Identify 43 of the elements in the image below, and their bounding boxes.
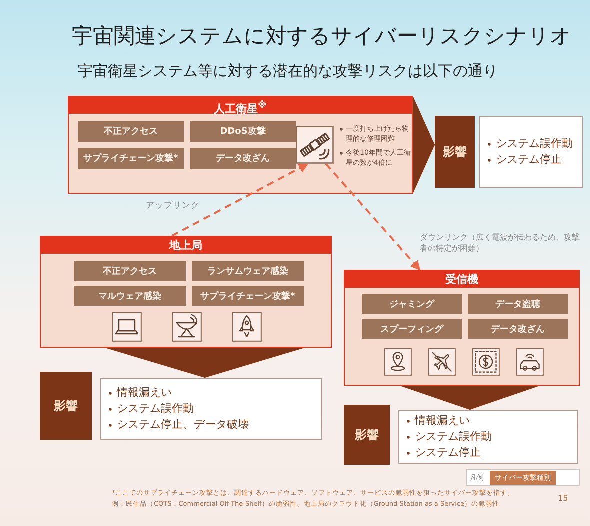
panel-header: 受信機 bbox=[345, 271, 579, 288]
impact-tab: 影響 bbox=[344, 405, 390, 465]
chevron-arrow bbox=[105, 348, 305, 378]
list-item-text: システム停止 bbox=[496, 152, 562, 168]
panel-header: 人工衛星$^{※}$ bbox=[69, 97, 412, 114]
attack-type-box: データ盗聴 bbox=[468, 294, 568, 314]
chevron-arrow bbox=[413, 96, 435, 194]
impact-list-box bbox=[100, 378, 322, 440]
edge-label: アップリンク bbox=[146, 201, 201, 212]
list-item-text: システム誤作動 bbox=[496, 136, 573, 152]
panel bbox=[344, 270, 580, 386]
attack-type-box: 不正アクセス bbox=[78, 121, 184, 142]
edge-label: ダウンリンク（広く電波が伝わるため、攻撃者の特定が困難） bbox=[420, 232, 581, 254]
attack-type-box: DDoS攻撃 bbox=[190, 121, 296, 142]
list-item-text: システム誤作動 bbox=[117, 401, 194, 417]
list-item-text: 情報漏えい bbox=[415, 413, 470, 429]
attack-type-box: ランサムウェア感染 bbox=[192, 261, 304, 281]
dashed-arrow bbox=[325, 163, 421, 271]
impact-list-box bbox=[479, 116, 583, 188]
page-number: 15 bbox=[558, 494, 568, 503]
attack-type-box: データ改ざん bbox=[190, 148, 296, 169]
dashed-arrow bbox=[172, 163, 309, 237]
list-item-text: システム停止、データ破壊 bbox=[117, 417, 249, 433]
impact-tab: 影響 bbox=[435, 116, 475, 188]
attack-type-box: データ改ざん bbox=[468, 319, 568, 339]
list-item-text: 情報漏えい bbox=[117, 385, 172, 401]
impact-tab: 影響 bbox=[40, 372, 92, 440]
slide-title: 宇宙関連システムに対するサイバーリスクシナリオ bbox=[72, 23, 572, 50]
attack-type-box: 不正アクセス bbox=[74, 261, 186, 281]
chevron-arrow bbox=[400, 386, 540, 410]
attack-type-box: ジャミング bbox=[362, 294, 462, 314]
panel bbox=[40, 236, 332, 348]
attack-type-box: サプライチェーン攻撃* bbox=[192, 286, 304, 306]
list-item-text: システム停止 bbox=[415, 445, 481, 461]
attack-type-box: スプーフィング bbox=[362, 319, 462, 339]
attack-type-box: サプライチェーン攻撃* bbox=[78, 148, 184, 169]
panel bbox=[68, 96, 413, 194]
list-item-text: システム誤作動 bbox=[415, 429, 492, 445]
panel-header: 地上局 bbox=[41, 237, 331, 254]
satellite-icon bbox=[296, 126, 334, 164]
attack-type-box: マルウェア感染 bbox=[74, 286, 186, 306]
impact-list-box bbox=[398, 410, 578, 464]
subtitle: 宇宙衛星システム等に対する潜在的な攻撃リスクは以下の通り bbox=[78, 62, 498, 81]
